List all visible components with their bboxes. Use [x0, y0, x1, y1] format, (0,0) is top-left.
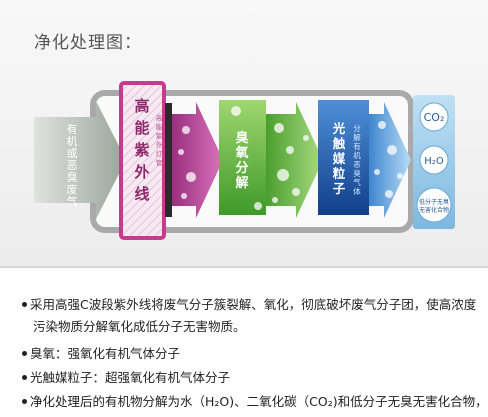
bullet-1-continuation: 污染物质分解氧化成低分子无害物质。 — [33, 319, 246, 334]
bubble — [292, 188, 300, 196]
photocatalyst-box — [318, 100, 369, 215]
photo-title: 光触媒粒子 — [332, 121, 346, 196]
bubble — [181, 193, 187, 199]
input-arrow — [34, 101, 126, 219]
output-label: 低分子无臭 — [419, 198, 449, 206]
output-bubbles: CO₂ H₂O 低分子无臭无害化合物 — [416, 102, 452, 223]
output-bubble — [416, 187, 452, 223]
bullet-dot — [22, 399, 27, 404]
bubble — [286, 146, 294, 154]
input-label: 有机或恶臭废气 — [67, 122, 78, 208]
bubble — [186, 172, 196, 182]
uv-sub: 高能紫外灯管 — [156, 113, 163, 167]
bubble — [387, 145, 397, 155]
bubble — [274, 123, 284, 133]
blue-arrow — [369, 102, 411, 218]
uv-title: 高能紫外线 — [133, 97, 149, 203]
bubble — [385, 190, 393, 198]
bullet-2: 臭氧：强氧化有机气体分子 — [22, 346, 180, 362]
output-label: H₂O — [424, 156, 444, 167]
divider — [0, 266, 488, 268]
bullet-1: 采用高强C波段紫外线将废气分子簇裂解、氧化，彻底破坏废气分子团，使高浓度 — [22, 297, 476, 313]
bubble — [178, 149, 184, 155]
photo-sub: 分解有机恶臭气体 — [353, 124, 361, 196]
bullet-dot — [22, 351, 27, 356]
purification-diagram: 有机或恶臭废气 高能紫外线 高能紫外灯管 臭氧分解 光触媒粒子 分解有机恶臭气体… — [34, 81, 455, 240]
output-label: 无害化合物 — [419, 206, 449, 214]
ozone-title: 臭氧分解 — [234, 130, 248, 191]
output-bubble — [419, 102, 449, 132]
bullet-2-text: 臭氧：强氧化有机气体分子 — [30, 346, 181, 361]
bubble — [277, 169, 289, 181]
bubble — [374, 169, 380, 175]
bubbles — [178, 106, 403, 210]
bullet-3-text: 光触媒粒子：超强氧化有机气体分子 — [30, 370, 231, 385]
uv-lamp-box — [119, 81, 166, 240]
bubble — [397, 173, 403, 179]
description-panel — [0, 268, 488, 417]
ozone-box — [219, 100, 266, 215]
page-title: 净化处理图： — [34, 33, 142, 53]
bullet-4: 净化处理后的有机物分解为水（H₂O)、二氧化碳（CO₂)和低分子无臭无害化合物， — [22, 394, 488, 410]
bullet-3: 光触媒粒子：超强氧化有机气体分子 — [22, 370, 230, 386]
bubble — [303, 135, 309, 141]
bullet-1-cont: 污染物质分解氧化成低分子无害物质。 — [33, 319, 246, 335]
output-label: CO₂ — [424, 111, 445, 124]
bullet-4-text: 净化处理后的有机物分解为水（H₂O)、二氧化碳（CO₂)和低分子无臭无害化合物， — [30, 394, 488, 409]
bubble — [254, 202, 262, 210]
bubble — [231, 106, 241, 116]
bullet-dot — [22, 375, 27, 380]
bullet-1-text: 采用高强C波段紫外线将废气分子簇裂解、氧化，彻底破坏废气分子团，使高浓度 — [30, 297, 477, 312]
bullet-dot — [22, 302, 27, 307]
bubble — [182, 126, 190, 134]
bubble — [378, 121, 386, 129]
output-bubble — [419, 145, 449, 175]
bubble — [272, 197, 278, 203]
filter-bar — [165, 103, 172, 217]
